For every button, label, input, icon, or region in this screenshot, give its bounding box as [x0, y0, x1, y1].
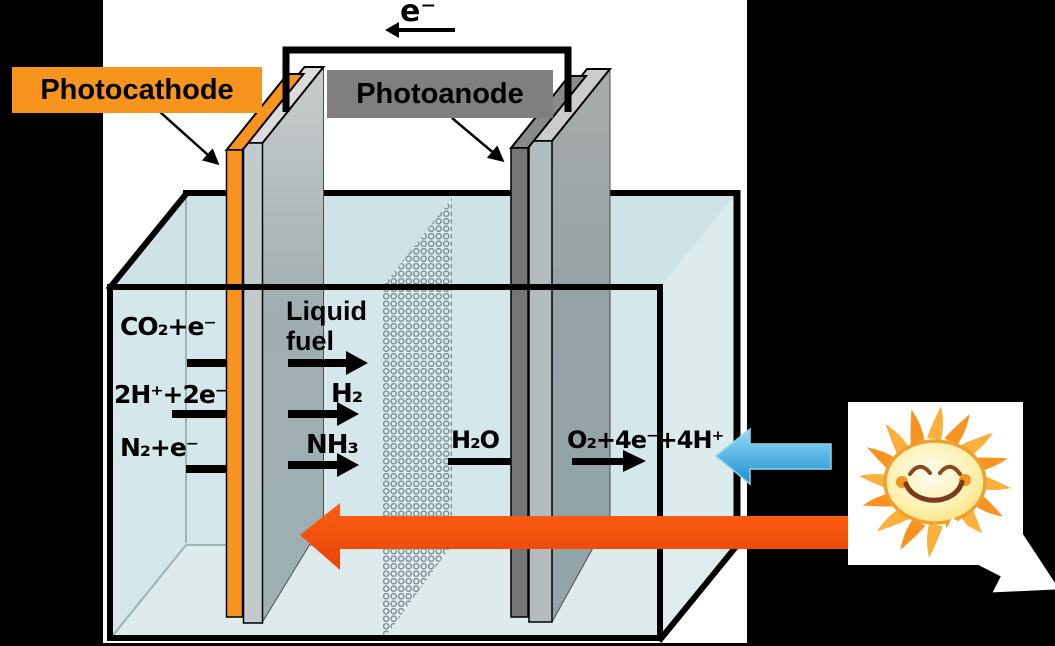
product-ammonia: NH₃ [306, 430, 359, 460]
cathode-reactant-protons: 2H⁺+2e⁻ [114, 380, 228, 409]
hydrogen-arrow [288, 402, 359, 426]
anode-product-oxygen: O₂+4e⁻+4H⁺ [567, 426, 724, 454]
anode-reactant-water: H₂O [451, 426, 500, 454]
hydrogen-arrow-shaft [288, 410, 337, 418]
photocathode-film-front [225, 149, 244, 618]
electron-arrow-head [385, 22, 399, 38]
electron-flow-label: e⁻ [400, 0, 437, 29]
photoanode-electrode [508, 67, 613, 623]
oxygen-arrow-head [623, 450, 646, 472]
sun-right-eye [938, 464, 962, 476]
tank-bottom-right-edge [656, 541, 742, 643]
sun-smile [903, 479, 965, 503]
h2-reaction-line [172, 410, 226, 418]
photocathode-substrate-front [242, 142, 264, 624]
photocathode-pointer-arrow [159, 111, 220, 166]
product-hydrogen: H₂ [331, 379, 363, 409]
co2-reaction-line [187, 359, 226, 367]
photoanode-film-front [510, 147, 529, 618]
tank-top-left-edge [105, 192, 189, 292]
oxygen-arrow-shaft [572, 458, 623, 465]
tank-floor-left-edge [109, 544, 187, 640]
ammonia-arrow [288, 453, 359, 477]
liquid-fuel-arrow [288, 351, 368, 375]
circuit-wire [282, 46, 572, 112]
sun-left-eye [908, 464, 932, 476]
water-reaction-line [448, 458, 511, 465]
photoanode-pointer-arrow [451, 117, 505, 163]
cathode-reactant-co2: CO₂+e⁻ [120, 312, 217, 341]
sunlight-orange-arrow [300, 503, 849, 570]
ammonia-arrow-head [337, 453, 359, 477]
photoanode-label: Photoanode [327, 70, 553, 118]
n2-reaction-line [186, 465, 227, 473]
hydrogen-arrow-head [337, 402, 359, 426]
product-liquid-fuel: Liquid fuel [286, 296, 367, 357]
electron-arrow-shaft [398, 28, 455, 32]
sunlight-white-arrow [938, 517, 1055, 593]
oxygen-arrow [572, 450, 646, 472]
ammonia-arrow-shaft [288, 461, 337, 469]
sun-face [883, 439, 987, 525]
sunlight-blue-arrow [714, 427, 832, 486]
photocathode-label: Photocathode [12, 67, 262, 113]
liquid-fuel-arrow-shaft [288, 359, 346, 367]
electron-flow-arrow [385, 22, 455, 38]
cathode-reactant-n2: N₂+e⁻ [120, 433, 199, 462]
liquid-fuel-arrow-head [346, 351, 368, 375]
photoanode-substrate-front [528, 140, 553, 623]
